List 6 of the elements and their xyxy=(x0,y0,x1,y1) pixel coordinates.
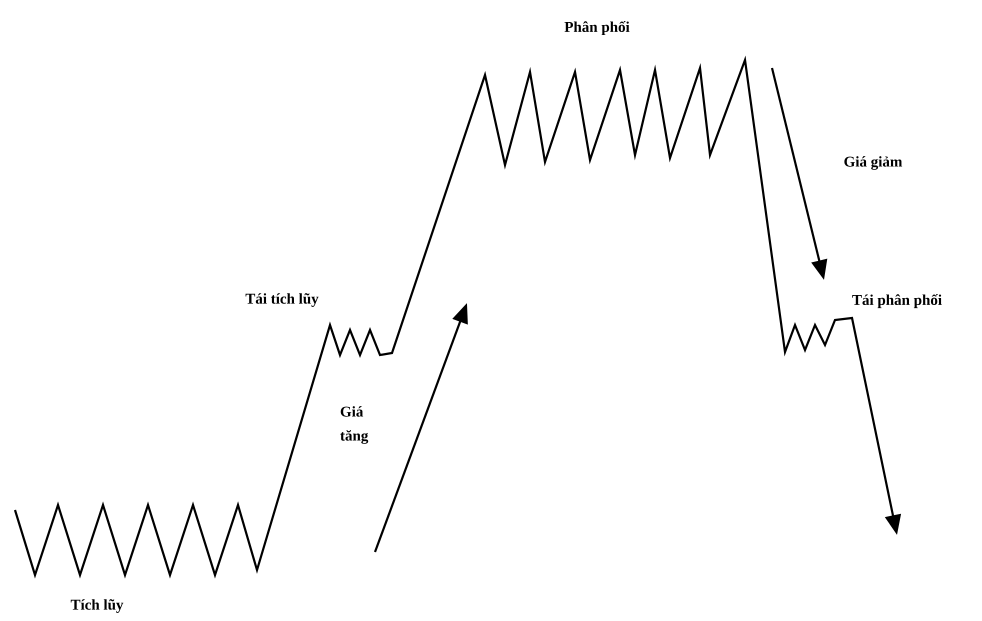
stage-label: Giá giảm xyxy=(844,156,902,170)
stage-label: Phân phối xyxy=(564,20,630,36)
stage-label: Tái phân phối xyxy=(852,294,942,308)
stage-label: Giá tăng xyxy=(340,406,368,444)
stage-label: Tái tích lũy xyxy=(246,293,319,307)
stage-label: Tích lũy xyxy=(70,599,124,613)
